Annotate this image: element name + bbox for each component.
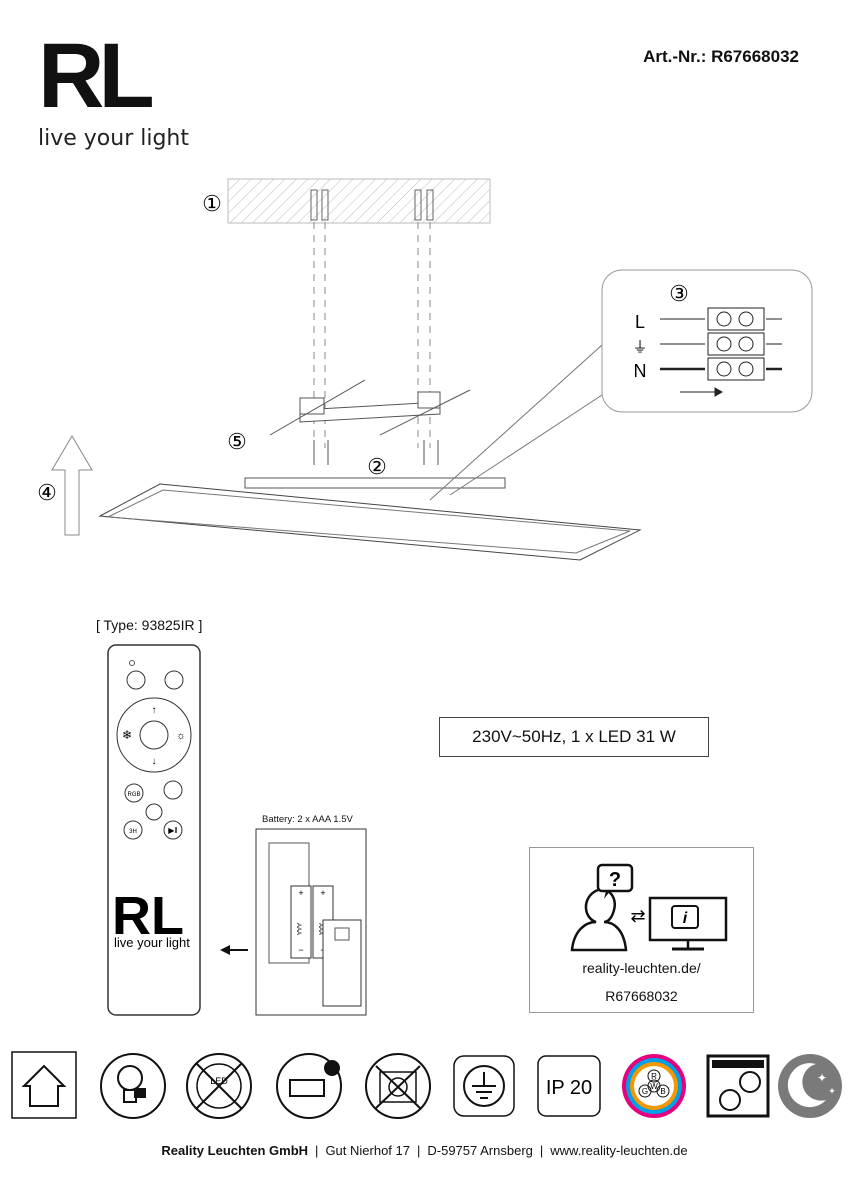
svg-text:②: ② xyxy=(367,454,387,479)
footer-city: D-59757 Arnsberg xyxy=(427,1143,533,1158)
svg-text:✦: ✦ xyxy=(828,1086,836,1096)
svg-text:①: ① xyxy=(202,191,222,216)
svg-text:+: + xyxy=(320,888,325,898)
svg-text:⑤: ⑤ xyxy=(227,429,247,454)
rgbw-icon: R G W B xyxy=(622,1054,686,1118)
svg-text:i: i xyxy=(683,910,688,927)
svg-text:⇄: ⇄ xyxy=(630,906,645,926)
battery-label: Battery: 2 x AAA 1.5V xyxy=(262,814,353,825)
play-pause-icon: ▶‖ xyxy=(168,826,177,835)
control-ring xyxy=(116,697,192,773)
svg-text:−: − xyxy=(298,945,303,955)
info-url: reality-leuchten.de/ xyxy=(582,960,701,976)
svg-text:G: G xyxy=(642,1087,648,1096)
info-box: ? ⇄ i reality-leuchten.de/ R67668032 xyxy=(529,847,754,1013)
footer-street: Gut Nierhof 17 xyxy=(325,1143,410,1158)
svg-text:③: ③ xyxy=(669,281,689,306)
led-module-replaceable-icon xyxy=(276,1053,342,1119)
led-panel xyxy=(98,477,642,561)
no-dimmer-icon xyxy=(365,1053,431,1119)
svg-text:RGB: RGB xyxy=(127,792,140,798)
ceiling xyxy=(227,178,491,224)
svg-text:⏚: ⏚ xyxy=(632,339,647,356)
svg-text:AAA: AAA xyxy=(295,923,301,935)
step-5-marker: ⑤ xyxy=(227,429,247,454)
battery-cover xyxy=(322,919,362,1007)
brand-tagline: live your light xyxy=(38,126,189,151)
svg-text:+: + xyxy=(298,888,303,898)
down-icon: ↓ xyxy=(152,756,157,767)
step-2-marker: ② xyxy=(367,454,387,479)
power-button xyxy=(126,670,146,690)
certification-icons: LED IP 20 R G W B xyxy=(11,1051,842,1119)
article-number: Art.-Nr.: R67668032 xyxy=(643,47,799,66)
svg-text:④: ④ xyxy=(37,480,57,505)
remote-tagline: live your light xyxy=(114,935,190,950)
terminal-label-l: L xyxy=(635,312,645,332)
indoor-house-icon xyxy=(11,1051,77,1119)
3h-button xyxy=(123,820,143,840)
ip20-icon: IP 20 xyxy=(537,1055,601,1117)
led-bulb-lock-icon xyxy=(100,1053,166,1119)
play-pause-button xyxy=(163,820,183,840)
svg-text:3H: 3H xyxy=(129,829,137,835)
lift-arrow xyxy=(51,435,93,536)
mounting-bracket xyxy=(299,391,441,423)
step-3-marker: ③ xyxy=(669,281,689,306)
up-icon: ↑ xyxy=(152,705,157,716)
protective-earth-icon xyxy=(453,1055,515,1117)
svg-text:R: R xyxy=(651,1072,657,1081)
ceiling-dowels xyxy=(310,189,434,221)
warm-icon: ☼ xyxy=(176,730,186,742)
rgb-button xyxy=(124,783,144,803)
step-1-marker: ① xyxy=(202,191,222,216)
ceiling-mount-icon xyxy=(706,1054,770,1118)
svg-text:LED: LED xyxy=(210,1076,228,1086)
timer-button xyxy=(145,803,163,821)
insert-arrow xyxy=(220,945,248,955)
svg-text:N: N xyxy=(634,361,647,381)
callout-lines xyxy=(429,344,603,501)
cold-icon: ❄ xyxy=(122,728,132,742)
terminal-label-n: N xyxy=(634,361,647,381)
bracket-screws xyxy=(269,379,471,436)
dowel-arrows xyxy=(313,440,439,465)
svg-text:?: ? xyxy=(609,869,621,891)
ir-led xyxy=(129,660,135,666)
svg-text:B: B xyxy=(660,1087,665,1096)
info-article: R67668032 xyxy=(605,988,678,1004)
power-button-2 xyxy=(164,670,184,690)
remote-logo: RL xyxy=(112,886,184,946)
battery-compartment: + AAA − + AAA − xyxy=(255,828,367,1016)
remote-type-label: [ Type: 93825IR ] xyxy=(96,617,203,633)
svg-text:W: W xyxy=(650,1082,658,1091)
installation-diagram: ① ⑤ ② ③ L xyxy=(37,178,813,561)
svg-text:✦: ✦ xyxy=(817,1071,827,1085)
cycle-button xyxy=(163,780,183,800)
brand-logo: RL xyxy=(38,25,155,127)
electrical-spec: 230V~50Hz, 1 x LED 31 W xyxy=(439,717,709,757)
terminal-block xyxy=(660,307,782,397)
svg-text:AAA: AAA xyxy=(317,923,323,935)
remote-control: ↑ ❄ ☼ ↓ RGB 3H ▶‖ RL live your light xyxy=(107,644,201,1016)
svg-text:IP 20: IP 20 xyxy=(546,1077,592,1099)
night-light-icon: ✦ ✦ xyxy=(778,1054,842,1118)
center-button xyxy=(139,720,169,750)
footer-web[interactable]: www.reality-leuchten.de xyxy=(550,1143,688,1158)
footer-company: Reality Leuchten GmbH xyxy=(161,1143,309,1158)
footer: Reality Leuchten GmbH|Gut Nierhof 17|D-5… xyxy=(161,1143,688,1158)
svg-text:L: L xyxy=(635,312,645,332)
terminal-label-earth: ⏚ xyxy=(632,339,647,356)
step-4-marker: ④ xyxy=(37,480,57,505)
led-not-replaceable-icon: LED xyxy=(186,1053,252,1119)
online-info-icon: ? ⇄ i xyxy=(570,863,728,952)
